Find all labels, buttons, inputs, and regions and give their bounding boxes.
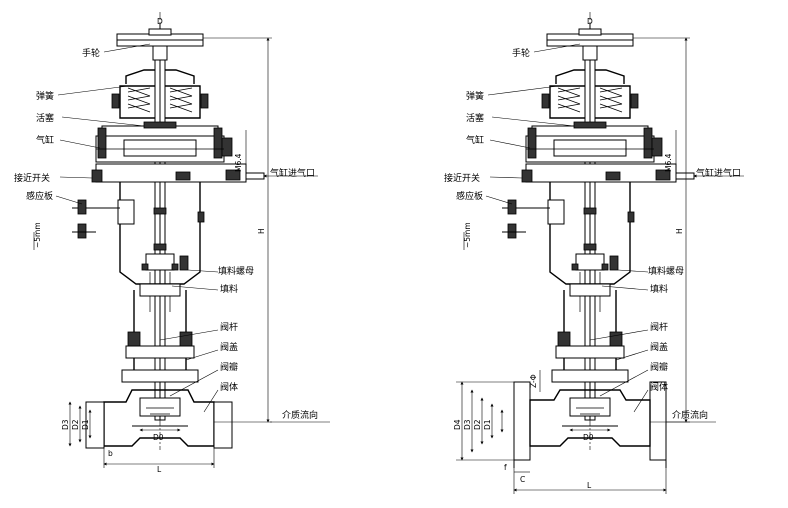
right-label-piston: 活塞 [466, 112, 484, 124]
right-dim-z: Z-Φ [529, 374, 538, 388]
right-dim-gap: ~5mm [463, 222, 472, 248]
left-label-packing: 填料 [220, 283, 238, 295]
right-label-cylinder: 气缸 [466, 134, 484, 146]
right-handwheel [546, 28, 634, 61]
right-dim-d2: D2 [473, 419, 482, 430]
right-packing [569, 253, 619, 312]
left-label-air-inlet: 气缸进气口 [270, 167, 315, 179]
left-dim-m6: M6.4 [234, 153, 243, 172]
left-label-body: 阀体 [220, 381, 238, 393]
right-label-stem: 阀杆 [650, 321, 668, 333]
right-dim-d4: D4 [453, 419, 462, 430]
right-label-handwheel: 手轮 [512, 47, 530, 59]
left-dim-b: b [108, 449, 113, 458]
left-base-flange [91, 163, 265, 183]
right-dimensions [456, 37, 744, 494]
left-dim-d2: D2 [71, 419, 80, 430]
right-dim-h: H [675, 228, 684, 234]
left-label-stem: 阀杆 [220, 321, 238, 333]
right-bonnet [551, 290, 629, 383]
left-label-disc: 阀瓣 [220, 362, 238, 373]
left-label-handwheel: 手轮 [82, 47, 100, 59]
left-leaders [55, 43, 219, 413]
left-dim-h: H [257, 228, 266, 234]
right-dim-l: L [587, 481, 592, 490]
left-dim-d1: D1 [81, 419, 90, 430]
right-cylinder [525, 121, 663, 163]
right-label-body: 阀体 [650, 381, 668, 393]
right-dim-d: D [587, 17, 593, 26]
left-label-bonnet: 阀盖 [220, 341, 238, 353]
right-label-air-inlet: 气缸进气口 [696, 167, 741, 179]
left-label-piston: 活塞 [36, 112, 54, 124]
right-dim-d0: D0 [583, 433, 594, 442]
right-leaders [485, 43, 649, 413]
right-label-spring: 弹簧 [466, 90, 484, 102]
left-label-spring: 弹簧 [36, 90, 54, 102]
right-dim-c: C [520, 475, 525, 484]
right-label-sensing-plate: 感应板 [456, 190, 483, 202]
right-label-flow-direction: 介质流向 [672, 409, 708, 421]
left-label-proximity-switch: 接近开关 [14, 172, 50, 184]
left-packing [139, 253, 189, 312]
left-dimensions [33, 37, 330, 468]
right-dim-d1: D1 [483, 419, 492, 430]
right-label-proximity-switch: 接近开关 [444, 172, 480, 184]
right-valve-view [456, 12, 744, 494]
left-dim-d0: D0 [153, 433, 164, 442]
left-label-flow-direction: 介质流向 [282, 409, 318, 421]
left-dim-d: D [157, 17, 163, 26]
right-label-bonnet: 阀盖 [650, 341, 668, 353]
left-bonnet [121, 290, 199, 383]
right-dim-f: f [504, 463, 507, 472]
left-label-cylinder: 气缸 [36, 134, 54, 146]
left-cylinder [95, 121, 233, 163]
right-label-packing: 填料 [650, 283, 668, 295]
right-spring-yoke [541, 69, 639, 119]
left-handwheel [116, 28, 204, 61]
left-dim-l: L [157, 465, 162, 474]
left-valve-view [33, 12, 330, 468]
left-dim-d3: D3 [61, 419, 70, 430]
left-label-sensing-plate: 感应板 [26, 190, 53, 202]
right-dim-m6: M6.4 [664, 153, 673, 172]
right-label-packing-nut: 填料螺母 [648, 265, 684, 277]
right-label-disc: 阀瓣 [650, 362, 668, 373]
right-dim-d3: D3 [463, 419, 472, 430]
left-dim-gap: ~5mm [33, 222, 42, 248]
left-label-packing-nut: 填料螺母 [218, 265, 254, 277]
